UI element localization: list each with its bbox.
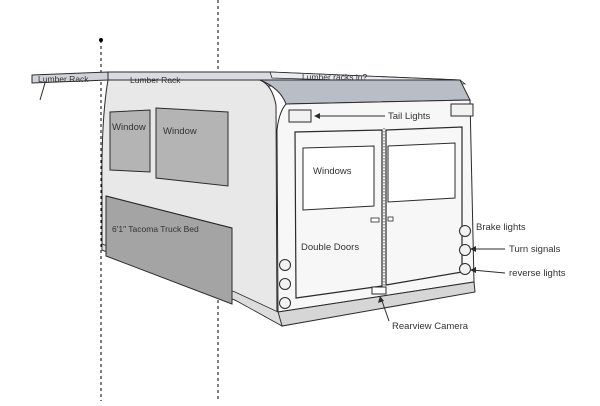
window-right-label: Window bbox=[163, 126, 197, 137]
turn-signals-label: Turn signals bbox=[509, 244, 561, 255]
rear-windows-label: Windows bbox=[313, 166, 352, 177]
rearview-camera bbox=[371, 286, 387, 295]
window-left-label: Window bbox=[112, 122, 146, 133]
reverse-lights-label: reverse lights bbox=[509, 268, 566, 279]
left-light-top bbox=[279, 259, 291, 271]
truck-bed-label: 6'1" Tacoma Truck Bed bbox=[112, 224, 199, 234]
left-light-mid bbox=[279, 278, 291, 290]
lumber-racks-top-label: Lumber racks in? bbox=[302, 72, 367, 82]
rearview-camera-arrowhead bbox=[378, 296, 384, 303]
door-handle-right bbox=[387, 216, 394, 222]
double-doors-label: Double Doors bbox=[301, 242, 359, 253]
lumber-rack-mid-label: Lumber Rack bbox=[130, 75, 181, 85]
turn-signals-arrowhead bbox=[470, 246, 476, 252]
rearview-camera-label: Rearview Camera bbox=[392, 321, 469, 332]
door-window-right bbox=[387, 142, 456, 203]
door-handle-left bbox=[370, 217, 380, 223]
guide-axis-point bbox=[99, 38, 103, 42]
left-light-bottom bbox=[279, 297, 291, 309]
rearview-camera-arrow bbox=[380, 297, 390, 322]
turn-signal-light bbox=[459, 244, 471, 256]
tail-lights-arrowhead bbox=[314, 113, 320, 119]
brake-lights-label: Brake lights bbox=[476, 222, 526, 233]
reverse-lights-arrowhead bbox=[470, 267, 476, 273]
tail-light-right bbox=[450, 103, 474, 117]
side-window-left bbox=[109, 109, 151, 173]
tail-light-left bbox=[288, 109, 312, 123]
tail-lights-label: Tail Lights bbox=[388, 111, 430, 122]
truck-bed-top-edge bbox=[105, 195, 233, 229]
door-window-left bbox=[302, 145, 375, 211]
lumber-rack-left-label: Lumber Rack bbox=[38, 74, 89, 84]
brake-light bbox=[459, 225, 471, 237]
lumber-rack-left-hook bbox=[39, 82, 46, 101]
reverse-lights-arrow bbox=[471, 269, 506, 274]
reverse-light bbox=[459, 263, 471, 275]
side-window-right bbox=[155, 107, 229, 187]
